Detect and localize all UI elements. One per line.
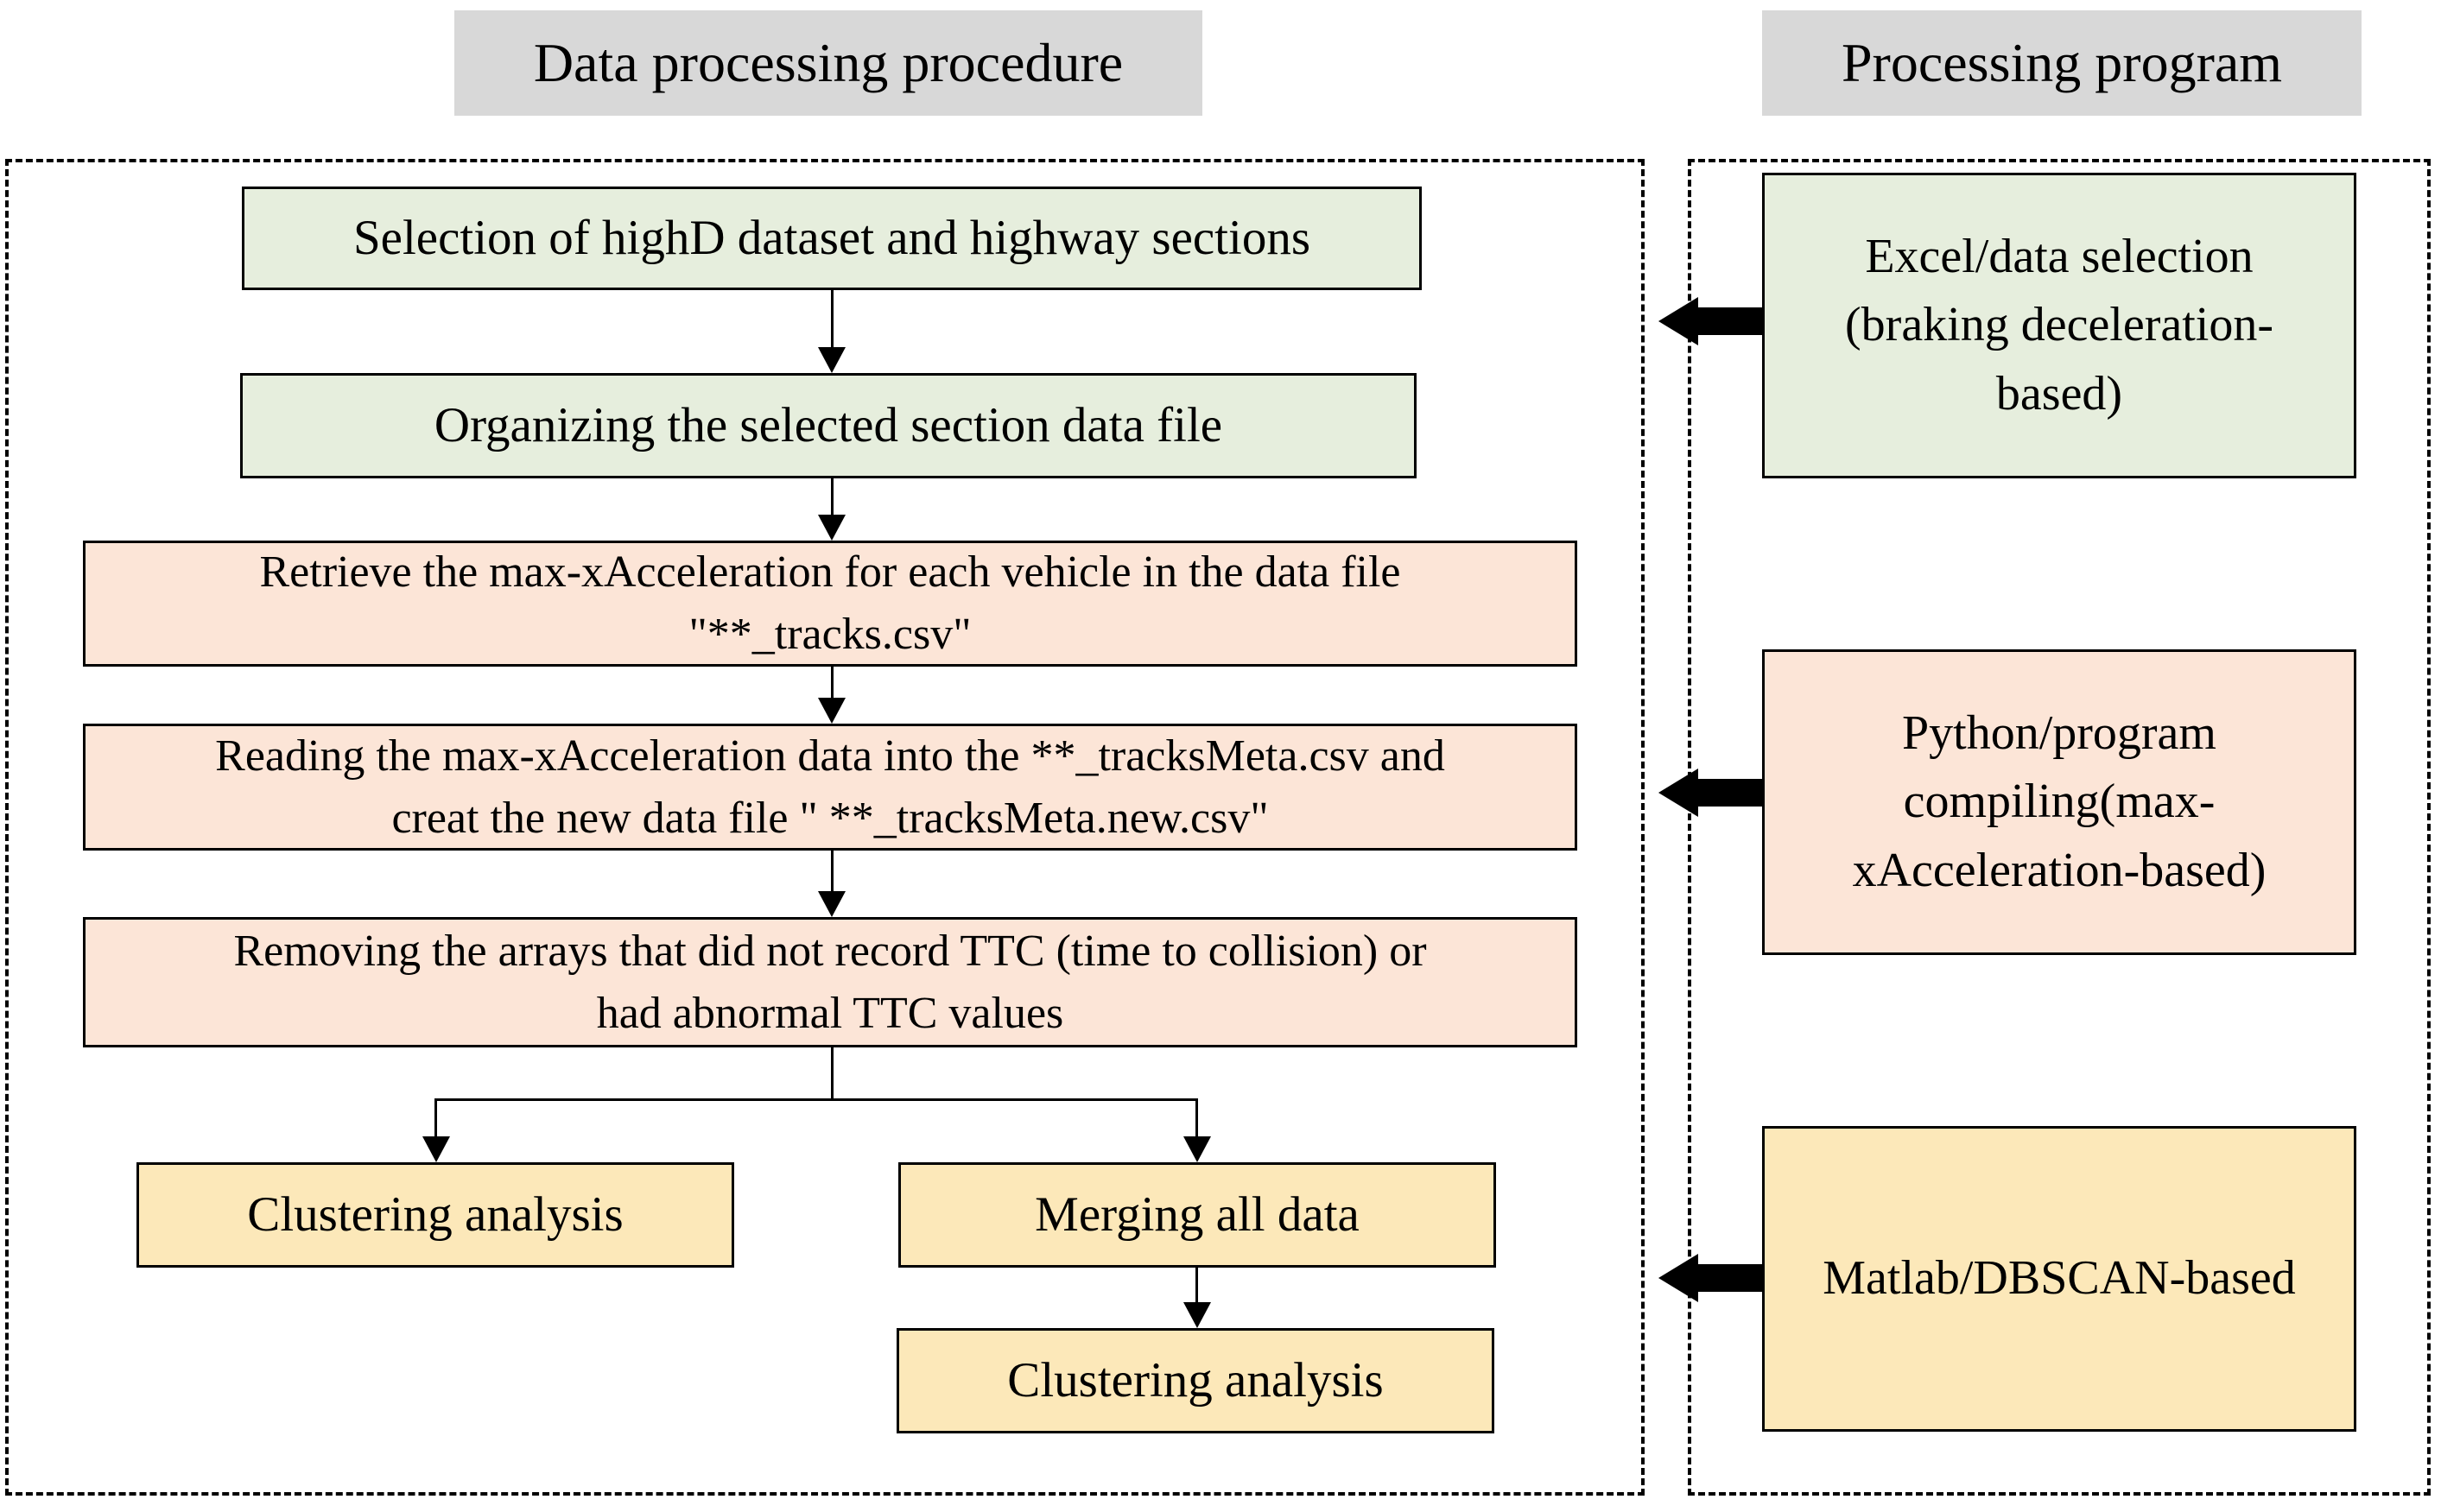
left-arrow-body [1698,1264,1762,1292]
connector-4-line [831,851,834,894]
flow-box-selection: Selection of highD dataset and highway s… [242,187,1422,290]
connector-2-arrowhead-icon [818,515,846,541]
program-box-matlab: Matlab/DBSCAN-based [1762,1126,2356,1432]
connector-5-line [1195,1268,1198,1304]
flow-box-merging-text: Merging all data [1035,1187,1360,1243]
left-arrow-body [1698,307,1762,335]
flow-box-removing: Removing the arrays that did not record … [83,917,1577,1047]
program-box-python: Python/program compiling(max- xAccelerat… [1762,649,2356,955]
title-right-text: Processing program [1841,31,2283,93]
connector-2-line [831,478,834,518]
left-arrow-body [1698,779,1762,807]
flow-box-removing-line2: had abnormal TTC values [596,988,1064,1038]
branch-right-arrowhead-icon [1183,1136,1211,1162]
flow-box-clustering-bottom-text: Clustering analysis [1007,1353,1384,1408]
procedure-panel [5,159,1645,1496]
block-arrow-matlab [1658,1254,1762,1302]
flow-box-retrieve: Retrieve the max-xAcceleration for each … [83,541,1577,667]
program-box-excel: Excel/data selection (braking decelerati… [1762,173,2356,478]
flow-box-removing-line1: Removing the arrays that did not record … [233,926,1427,976]
program-box-excel-line3: based) [1995,366,2123,421]
flow-box-retrieve-line1: Retrieve the max-xAcceleration for each … [259,547,1401,598]
branch-right-line [1195,1098,1198,1138]
flow-box-organizing: Organizing the selected section data fil… [240,373,1417,478]
title-left-text: Data processing procedure [533,31,1124,93]
flow-box-clustering-left: Clustering analysis [136,1162,734,1268]
program-box-python-line3: xAcceleration-based) [1852,843,2267,897]
flow-box-retrieve-line2: "**_tracks.csv" [688,610,972,659]
connector-1-line [831,290,834,347]
flow-box-merging: Merging all data [898,1162,1496,1268]
flow-box-reading: Reading the max-xAcceleration data into … [83,724,1577,851]
flow-box-reading-line1: Reading the max-xAcceleration data into … [215,731,1445,781]
flow-box-organizing-text: Organizing the selected section data fil… [434,398,1223,453]
program-box-python-line2: compiling(max- [1903,775,2216,829]
flow-box-clustering-bottom: Clustering analysis [897,1328,1494,1433]
title-data-processing-procedure: Data processing procedure [454,10,1202,116]
program-box-matlab-text: Matlab/DBSCAN-based [1823,1251,2296,1306]
block-arrow-excel [1658,297,1762,345]
flow-box-reading-line2: creat the new data file " **_tracksMeta.… [391,793,1269,843]
program-panel [1688,159,2431,1496]
left-arrow-icon [1658,1254,1698,1302]
branch-left-arrowhead-icon [422,1136,450,1162]
connector-5-arrowhead-icon [1183,1302,1211,1328]
flow-box-selection-text: Selection of highD dataset and highway s… [352,211,1311,266]
title-processing-program: Processing program [1762,10,2362,116]
connector-3-line [831,667,834,701]
block-arrow-python [1658,769,1762,817]
connector-1-arrowhead-icon [818,347,846,373]
program-box-excel-line2: (braking deceleration- [1845,298,2273,352]
program-box-python-line1: Python/program [1902,705,2216,760]
branch-stem-line [831,1047,834,1101]
connector-3-arrowhead-icon [818,698,846,724]
branch-left-line [434,1098,437,1138]
left-arrow-icon [1658,769,1698,817]
flow-box-clustering-left-text: Clustering analysis [247,1187,624,1243]
left-arrow-icon [1658,297,1698,345]
connector-4-arrowhead-icon [818,891,846,917]
program-box-excel-line1: Excel/data selection [1865,229,2254,283]
branch-horizontal-line [434,1098,1198,1101]
